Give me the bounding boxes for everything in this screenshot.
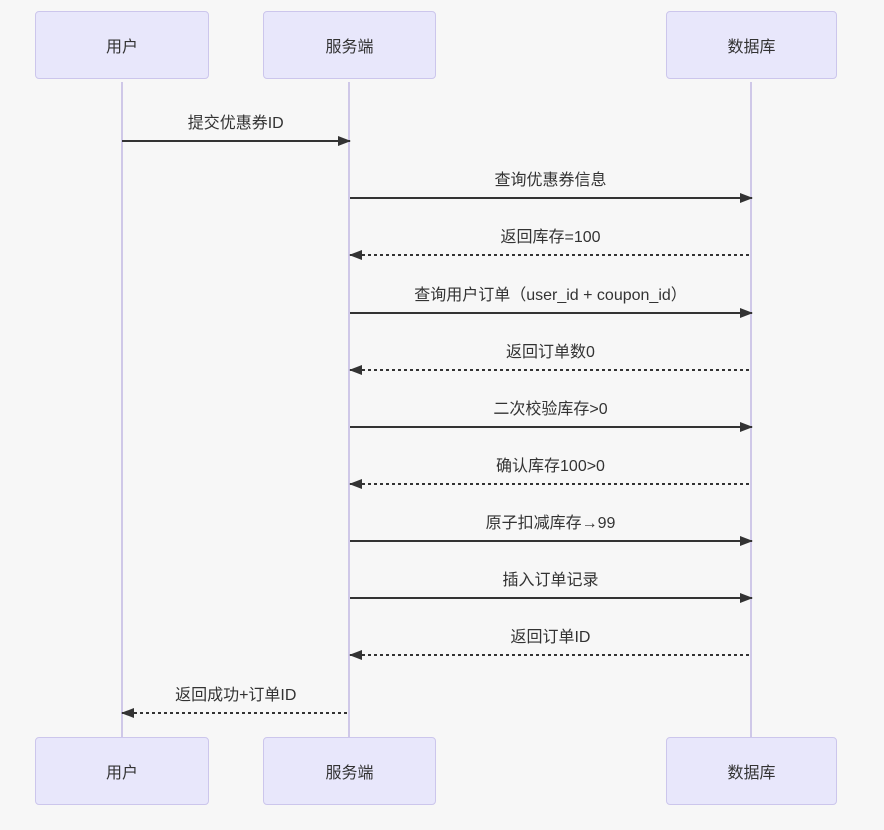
actor-label-user: 用户 [105,39,138,56]
message-line-solid [349,197,752,199]
actor-box-top-database: 数据库 [666,11,837,79]
message-line-dashed [349,254,752,256]
message: 原子扣减库存→99 [349,508,753,546]
actor-label-database: 数据库 [727,39,776,56]
message: 返回库存=100 [348,222,752,260]
actor-box-bottom-user: 用户 [35,737,209,805]
message-label: 查询优惠券信息 [494,172,607,189]
message-line-solid [349,426,752,428]
message-label: 原子扣减库存→99 [485,515,616,532]
message-label: 返回成功+订单ID [175,687,297,704]
message-label: 返回库存=100 [500,229,601,246]
actor-label-server: 服务端 [325,765,374,782]
arrowhead-right-icon [337,136,351,146]
message-label: 返回订单ID [510,629,591,646]
message-label: 查询用户订单（user_id + coupon_id） [414,287,687,304]
message: 二次校验库存>0 [349,394,753,432]
actor-box-top-server: 服务端 [263,11,436,79]
message: 返回订单数0 [348,337,752,375]
message: 查询优惠券信息 [349,165,753,203]
lifeline-database [750,82,752,737]
message-label: 二次校验库存>0 [493,401,608,418]
arrowhead-right-icon [739,536,753,546]
lifeline-user [121,82,123,737]
actor-box-bottom-server: 服务端 [263,737,436,805]
actor-label-server: 服务端 [325,39,374,56]
arrowhead-left-icon [348,250,362,260]
message-line-dashed [349,654,752,656]
message-line-solid [122,140,350,142]
arrowhead-left-icon [348,365,362,375]
arrowhead-left-icon [121,708,134,718]
actor-box-bottom-database: 数据库 [666,737,837,805]
arrowhead-left-icon [348,479,362,489]
message-line-dashed [349,483,752,485]
arrowhead-left-icon [348,650,362,660]
actor-box-top-user: 用户 [35,11,209,79]
message: 插入订单记录 [349,565,753,603]
message-line-solid [349,312,752,314]
message-label: 提交优惠券ID [187,115,284,132]
message: 返回成功+订单ID [121,680,350,718]
lifeline-server [348,82,350,737]
message-label: 返回订单数0 [506,344,595,361]
message: 确认库存100>0 [348,451,752,489]
message-line-solid [349,597,752,599]
message-line-solid [349,540,752,542]
message-line-dashed [349,369,752,371]
arrowhead-right-icon [739,422,753,432]
actor-label-user: 用户 [105,765,138,782]
message: 返回订单ID [348,622,752,660]
arrowhead-right-icon [739,308,753,318]
arrowhead-right-icon [739,193,753,203]
message-label: 确认库存100>0 [496,458,605,475]
message-line-dashed [122,712,350,714]
arrowhead-right-icon [739,593,753,603]
actor-label-database: 数据库 [727,765,776,782]
message-label: 插入订单记录 [502,572,599,589]
message: 查询用户订单（user_id + coupon_id） [349,280,753,318]
message: 提交优惠券ID [122,108,351,146]
